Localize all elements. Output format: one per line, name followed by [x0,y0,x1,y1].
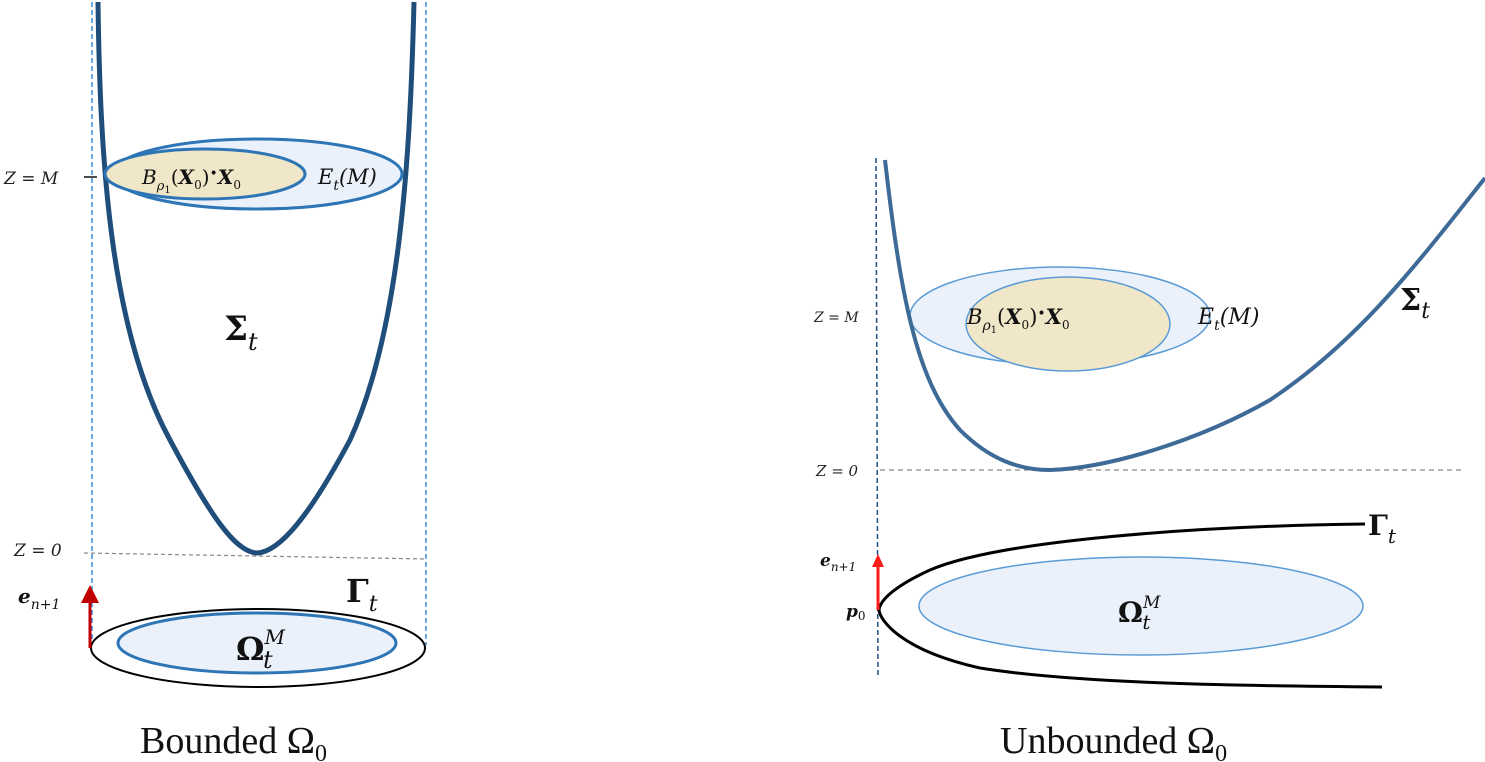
z0-label: Z = 0 [13,541,62,561]
zm-label-right: Z = M [813,310,859,326]
gamma-boundary-curve [877,522,1383,689]
left-caption: Bounded Ω0 [140,720,327,762]
level-set-label: Et(M) [317,165,377,194]
ball-ellipse [103,147,307,201]
normal-vector-label: en+1 [18,584,60,613]
right-caption: Unbounded Ω0 [1000,720,1227,762]
level-set-label-right: Et(M) [1197,305,1259,334]
omega-domain-ellipse [116,611,398,675]
sigma-label: Σt [224,309,258,356]
normal-vector-label-right: en+1 [820,551,856,574]
z0-label-right: Z = 0 [815,462,859,480]
sigma-label-right: Σt [1400,283,1430,324]
gamma-label: Γt [346,572,378,617]
ball-label: Bρ1(X0)•X0 [141,165,241,196]
ball-ellipse-right [965,276,1171,372]
omega-domain-ellipse-right [918,556,1364,656]
right-panel-guide-line [875,157,879,676]
sigma-surface-curve [95,1,417,556]
point-label-right: p0 [846,602,866,623]
ball-label-right: Bρ1(X0)•X0 [966,304,1070,336]
gamma-label-right: Γt [1368,509,1397,548]
zm-label: Z = M [3,169,59,189]
sigma-surface-curve-right [883,159,1485,473]
normal-vector-arrowhead-icon [81,585,99,603]
normal-vector-arrowhead-icon-right [872,554,884,567]
z0-line [83,552,427,560]
